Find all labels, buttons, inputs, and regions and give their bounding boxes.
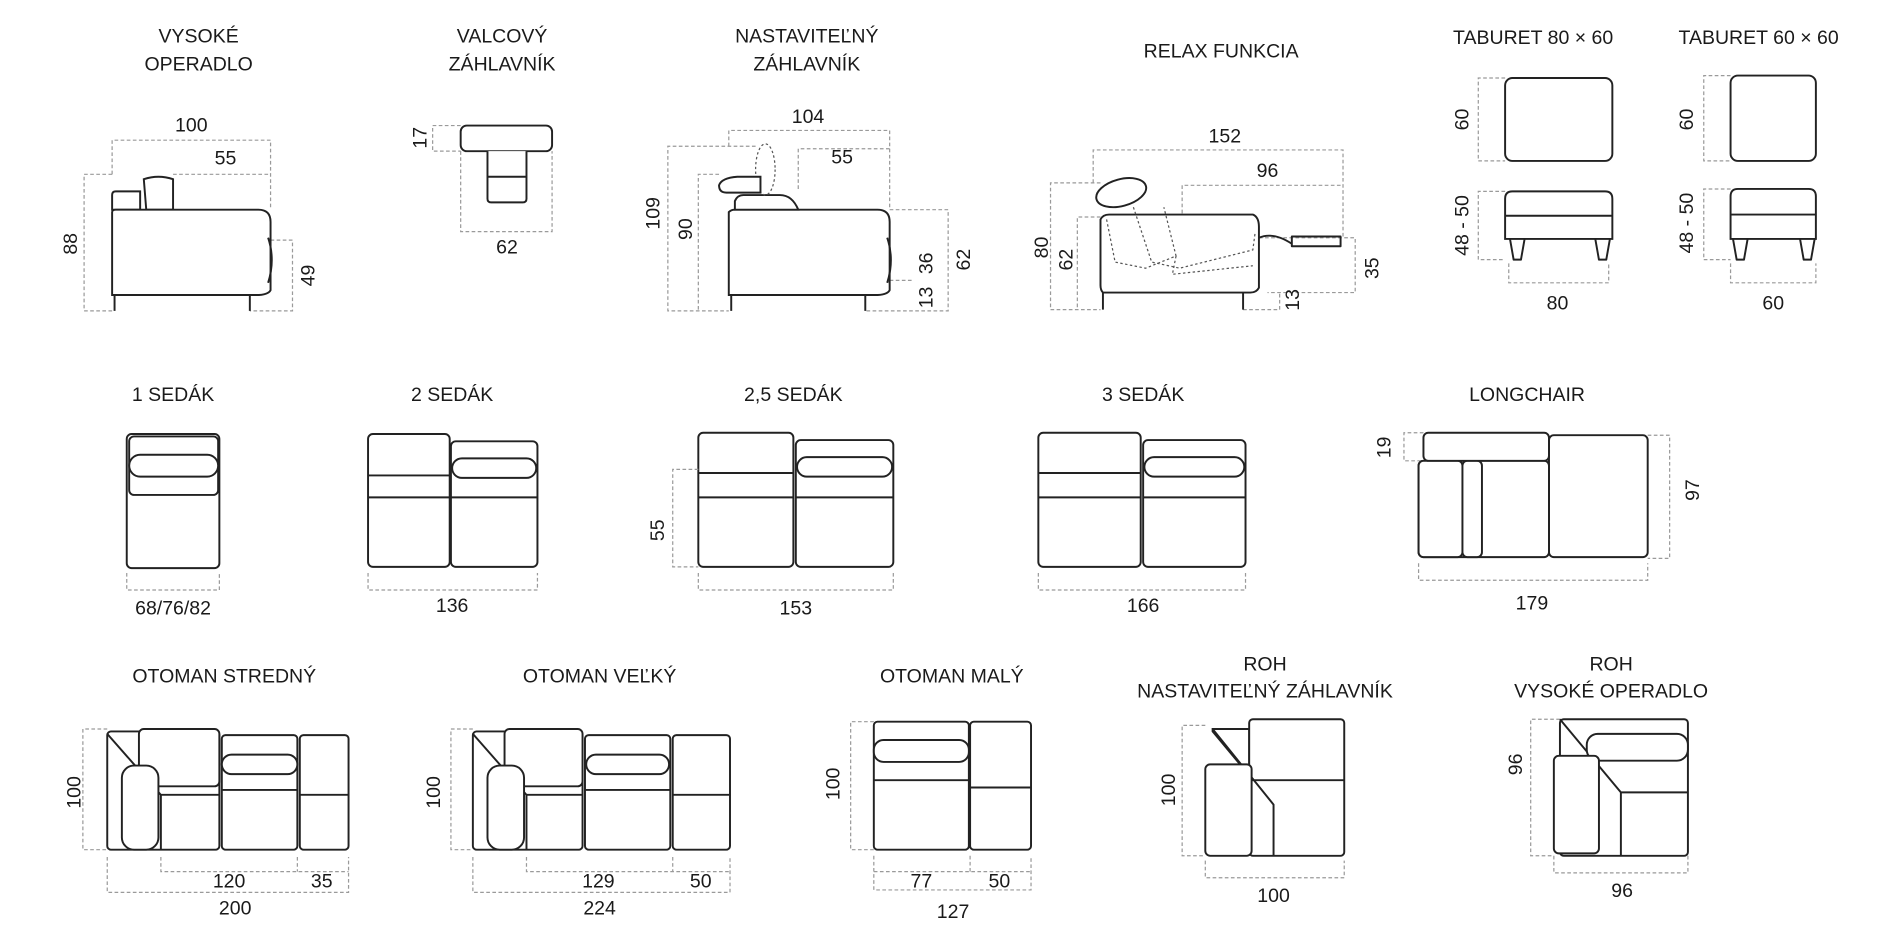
title: VYSOKÉ <box>159 25 239 48</box>
title: ZÁHLAVNÍK <box>449 53 556 76</box>
module-otoman-stredny: OTOMAN STREDNÝ 100 120 35 200 <box>63 665 350 919</box>
title: NASTAVITEĽNÝ ZÁHLAVNÍK <box>1137 679 1393 702</box>
dim-seat-depth: 55 <box>831 146 853 168</box>
dim-width: 127 <box>937 901 970 923</box>
title: OTOMAN STREDNÝ <box>132 665 316 688</box>
title: TABURET 60 × 60 <box>1678 27 1838 49</box>
module-roh-vysoke: ROH VYSOKÉ OPERADLO 96 96 <box>1505 653 1708 902</box>
title: 2,5 SEDÁK <box>744 383 843 406</box>
dim-seat-depth: 55 <box>215 148 237 170</box>
dim-back-height: 62 <box>1055 249 1077 271</box>
dim-width: 179 <box>1516 593 1549 615</box>
dim-width: 136 <box>436 595 469 617</box>
module-taburet-60x60: TABURET 60 × 60 60 48 - 50 60 <box>1676 27 1839 315</box>
dim-back: 19 <box>1374 437 1396 459</box>
dim-seat: 36 <box>915 252 937 274</box>
module-nastavitelny-zahlavnik: NASTAVITEĽNÝ ZÁHLAVNÍK 104 55 109 90 36 … <box>642 25 975 312</box>
title: OTOMAN VEĽKÝ <box>523 665 676 688</box>
title: VYSOKÉ OPERADLO <box>1514 679 1708 702</box>
module-roh-nastavitelny: ROH NASTAVITEĽNÝ ZÁHLAVNÍK 100 100 <box>1137 653 1393 907</box>
module-2-sedak: 2 SEDÁK 136 <box>367 383 539 617</box>
dim-width: 153 <box>780 597 813 619</box>
dim-depth: 96 <box>1505 754 1527 776</box>
dim-leg: 13 <box>1282 289 1304 311</box>
dim-part2: 50 <box>690 870 712 892</box>
dim-width: 100 <box>1257 885 1290 907</box>
dim-depth: 100 <box>823 767 845 800</box>
dim-arm-height: 62 <box>953 249 975 271</box>
dim-height: 48 - 50 <box>1452 195 1474 256</box>
module-otoman-velky: OTOMAN VEĽKÝ 100 129 50 224 <box>423 665 731 919</box>
module-1-sedak: 1 SEDÁK 68/76/82 <box>125 383 221 619</box>
dim-height: 17 <box>410 127 432 149</box>
module-otoman-maly: OTOMAN MALÝ 100 77 50 127 <box>823 665 1033 923</box>
title: 2 SEDÁK <box>411 383 493 406</box>
dim-depth: 60 <box>1676 108 1698 130</box>
module-vysoke-operadlo: VYSOKÉ OPERADLO 100 55 88 49 <box>60 25 319 312</box>
dim-height: 88 <box>60 233 82 255</box>
module-longchair: LONGCHAIR 19 97 179 <box>1374 384 1704 614</box>
title: NASTAVITEĽNÝ <box>735 25 878 48</box>
dim-seat-height: 49 <box>297 265 319 287</box>
title: TABURET 80 × 60 <box>1453 27 1613 49</box>
title: 3 SEDÁK <box>1102 383 1184 406</box>
dim-part2: 50 <box>988 870 1010 892</box>
dim-part1: 77 <box>910 870 932 892</box>
title: ROH <box>1589 653 1632 675</box>
dim-width: 96 <box>1611 880 1633 902</box>
title: OPERADLO <box>144 54 252 76</box>
title: LONGCHAIR <box>1469 384 1585 406</box>
dim-width: 80 <box>1547 293 1569 315</box>
dim-part2: 35 <box>311 870 333 892</box>
dim-height: 90 <box>675 218 697 240</box>
dim-depth: 97 <box>1682 479 1704 501</box>
dim-depth: 60 <box>1452 108 1474 130</box>
dim-max-height: 109 <box>642 197 664 230</box>
dim-part1: 120 <box>213 870 246 892</box>
title: ROH <box>1243 653 1286 675</box>
dim-depth: 100 <box>423 776 445 809</box>
dim-height: 48 - 50 <box>1676 193 1698 254</box>
dim-total-depth: 104 <box>792 106 825 128</box>
dim-width: 224 <box>583 897 616 919</box>
dim-width: 200 <box>219 897 252 919</box>
dim-seat: 35 <box>1361 257 1383 279</box>
dim-leg: 13 <box>915 287 937 309</box>
title: 1 SEDÁK <box>132 383 214 406</box>
module-valcovy-zahlavnik: VALCOVÝ ZÁHLAVNÍK 17 62 <box>410 25 556 259</box>
dim-depth: 100 <box>63 776 85 809</box>
dim-extended-depth: 152 <box>1209 126 1242 148</box>
title: OTOMAN MALÝ <box>880 665 1024 688</box>
module-3-sedak: 3 SEDÁK 166 <box>1037 383 1247 617</box>
dim-width: 60 <box>1762 293 1784 315</box>
dim-height: 80 <box>1031 236 1053 258</box>
dim-depth: 55 <box>647 519 669 541</box>
dim-width: 68/76/82 <box>135 597 211 619</box>
dim-part1: 129 <box>582 870 615 892</box>
module-taburet-80x60: TABURET 80 × 60 60 48 - 50 80 <box>1452 27 1614 315</box>
module-2-5-sedak: 2,5 SEDÁK 55 153 <box>647 383 895 619</box>
title: ZÁHLAVNÍK <box>753 53 860 76</box>
dim-footrest: 96 <box>1257 160 1279 182</box>
dim-width: 166 <box>1127 595 1160 617</box>
title: RELAX FUNKCIA <box>1144 40 1299 62</box>
dim-total-depth: 100 <box>175 115 208 137</box>
dim-width: 62 <box>496 237 518 259</box>
title: VALCOVÝ <box>457 25 548 48</box>
dim-depth: 100 <box>1158 774 1180 807</box>
module-relax-funkcia: RELAX FUNKCIA 152 96 80 62 35 13 <box>1031 40 1383 310</box>
